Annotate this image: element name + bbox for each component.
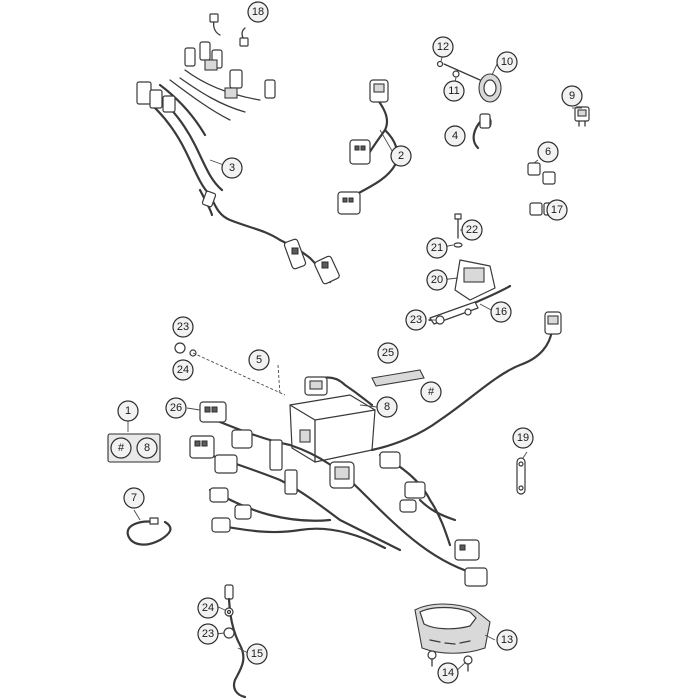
callout-bubble-6[interactable] xyxy=(537,141,559,163)
callout-label-2: 2 xyxy=(398,150,404,162)
callout-bubble-26[interactable] xyxy=(165,397,187,419)
part-10-11-12-drawing xyxy=(436,60,502,103)
group-hash-bubble[interactable] xyxy=(110,437,132,459)
callout-label-13: 13 xyxy=(501,634,513,646)
group-8-bubble[interactable] xyxy=(136,437,158,459)
callout-bubble-17[interactable] xyxy=(546,199,568,221)
callout-label-23: 23 xyxy=(177,321,189,333)
callout-label-7: 7 xyxy=(131,492,137,504)
part-23-24-upper-drawing xyxy=(174,342,197,357)
callout-label-18: 18 xyxy=(252,6,264,18)
callout-bubble-24[interactable] xyxy=(172,359,194,381)
callout-bubble-20[interactable] xyxy=(426,269,448,291)
callout-label-15: 15 xyxy=(251,648,263,660)
leader-lines xyxy=(127,53,582,673)
callout-label-25: 25 xyxy=(382,347,394,359)
callout-bubble-1[interactable] xyxy=(117,400,139,422)
callout-bubble-13[interactable] xyxy=(496,629,518,651)
callout-label-10: 10 xyxy=(501,56,513,68)
part-6-drawing xyxy=(527,162,556,185)
group-8-label: 8 xyxy=(144,442,150,454)
callout-bubble-22[interactable] xyxy=(461,219,483,241)
callout-bubble-8[interactable] xyxy=(376,396,398,418)
callout-label-6: 6 xyxy=(545,146,551,158)
part-16-20-21-22-drawing xyxy=(428,213,512,325)
callout-label-24: 24 xyxy=(202,602,214,614)
callout-label-26: 26 xyxy=(170,402,182,414)
callout-label-21: 21 xyxy=(431,242,443,254)
callout-label-12: 12 xyxy=(437,41,449,53)
part-15-drawing xyxy=(223,584,247,699)
callout-label-23: 23 xyxy=(202,628,214,640)
callout-bubble-14[interactable] xyxy=(437,662,459,684)
callout-label-5: 5 xyxy=(256,354,262,366)
callout-label-4: 4 xyxy=(452,130,458,142)
callout-label-#: # xyxy=(428,386,435,398)
part-19-drawing xyxy=(516,457,526,495)
harness-3-drawing xyxy=(136,41,340,285)
harness-2-drawing xyxy=(337,79,399,215)
callout-bubble-18[interactable] xyxy=(247,1,269,23)
callout-label-22: 22 xyxy=(466,224,478,236)
callout-label-14: 14 xyxy=(442,667,454,679)
callout-label-16: 16 xyxy=(495,306,507,318)
callout-label-11: 11 xyxy=(448,85,459,97)
callout-label-3: 3 xyxy=(229,162,235,174)
callout-bubble-2[interactable] xyxy=(390,145,412,167)
part-9-drawing xyxy=(574,106,590,127)
callout-bubble-23[interactable] xyxy=(405,309,427,331)
callout-bubble-12[interactable] xyxy=(432,36,454,58)
callout-bubble-#[interactable] xyxy=(420,381,442,403)
part-18-drawing xyxy=(209,13,249,47)
callout-label-17: 17 xyxy=(551,204,563,216)
callout-bubble-3[interactable] xyxy=(221,157,243,179)
callout-label-9: 9 xyxy=(569,90,575,102)
callout-bubble-5[interactable] xyxy=(248,349,270,371)
callout-bubble-7[interactable] xyxy=(123,487,145,509)
callout-bubble-23[interactable] xyxy=(172,316,194,338)
callout-label-19: 19 xyxy=(517,432,529,444)
part-25-drawing xyxy=(371,369,425,387)
callout-bubble-25[interactable] xyxy=(377,342,399,364)
callout-bubble-21[interactable] xyxy=(426,237,448,259)
group-hash-label: # xyxy=(118,442,125,454)
part-4-drawing xyxy=(472,113,492,150)
callout-bubble-11[interactable] xyxy=(443,80,465,102)
callout-bubble-19[interactable] xyxy=(512,427,534,449)
main-harness-8-drawing xyxy=(189,311,562,587)
callout-label-20: 20 xyxy=(431,274,443,286)
callout-label-1: 1 xyxy=(125,405,131,417)
callout-bubble-10[interactable] xyxy=(496,51,518,73)
part-13-14-drawing xyxy=(414,603,491,672)
group-box-1: # 8 xyxy=(107,433,161,463)
callout-label-8: 8 xyxy=(384,401,390,413)
part-7-drawing xyxy=(126,517,172,546)
callout-bubble-23[interactable] xyxy=(197,623,219,645)
callout-label-24: 24 xyxy=(177,364,189,376)
callout-label-23: 23 xyxy=(410,314,422,326)
callout-bubble-15[interactable] xyxy=(246,643,268,665)
callout-bubble-16[interactable] xyxy=(490,301,512,323)
callout-bubble-4[interactable] xyxy=(444,125,466,147)
callout-bubble-9[interactable] xyxy=(561,85,583,107)
callout-bubble-24[interactable] xyxy=(197,597,219,619)
